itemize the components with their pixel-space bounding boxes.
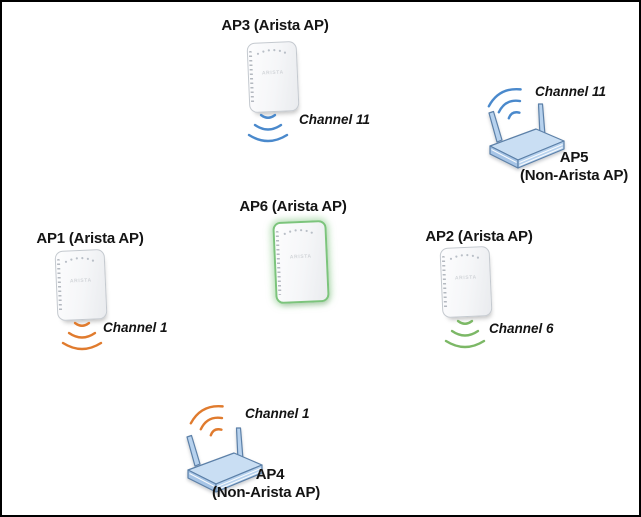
ap3-label: AP3 (Arista AP) <box>221 17 329 34</box>
ap2-label: AP2 (Arista AP) <box>425 228 533 245</box>
ap4-label: AP4 <box>255 466 285 483</box>
ap3-arista-ap-device: ARISTA <box>246 40 300 114</box>
wifi-waves-icon <box>487 87 522 120</box>
ap2-channel-label: Channel 6 <box>489 321 554 336</box>
ap5-sublabel: (Non-Arista AP) <box>519 167 629 184</box>
vent-grille-icon <box>275 230 282 296</box>
ap1-arista-ap-device: ARISTA <box>54 248 108 322</box>
ap6-arista-ap-device-highlighted: ARISTA <box>272 219 330 305</box>
led-indicators-icon <box>283 229 313 235</box>
ap6-label: AP6 (Arista AP) <box>239 198 347 215</box>
wifi-waves-icon <box>61 321 103 351</box>
ap5-channel-label: Channel 11 <box>535 84 607 99</box>
wifi-waves-icon <box>444 319 486 349</box>
led-indicators-icon <box>64 257 95 263</box>
ap1-label: AP1 (Arista AP) <box>36 230 144 247</box>
ap4-router-device <box>186 427 263 493</box>
wifi-waves-icon <box>247 113 289 143</box>
vent-grille-icon <box>441 255 448 310</box>
ap5-label: AP5 <box>559 149 589 166</box>
vent-grille-icon <box>248 50 255 105</box>
wifi-waves-icon <box>189 404 224 437</box>
led-indicators-icon <box>449 254 480 260</box>
ap5-router-device <box>488 103 565 169</box>
ap4-sublabel: (Non-Arista AP) <box>211 484 321 501</box>
ap3-channel-label: Channel 11 <box>299 112 371 127</box>
led-indicators-icon <box>256 49 287 55</box>
ap2-arista-ap-device: ARISTA <box>439 245 493 319</box>
vent-grille-icon <box>56 258 63 313</box>
ap4-channel-label: Channel 1 <box>245 406 310 421</box>
device-brand-text: ARISTA <box>261 69 284 77</box>
device-brand-text: ARISTA <box>289 253 312 261</box>
device-brand-text: ARISTA <box>69 277 92 285</box>
ap1-channel-label: Channel 1 <box>103 320 168 335</box>
device-brand-text: ARISTA <box>454 274 477 282</box>
